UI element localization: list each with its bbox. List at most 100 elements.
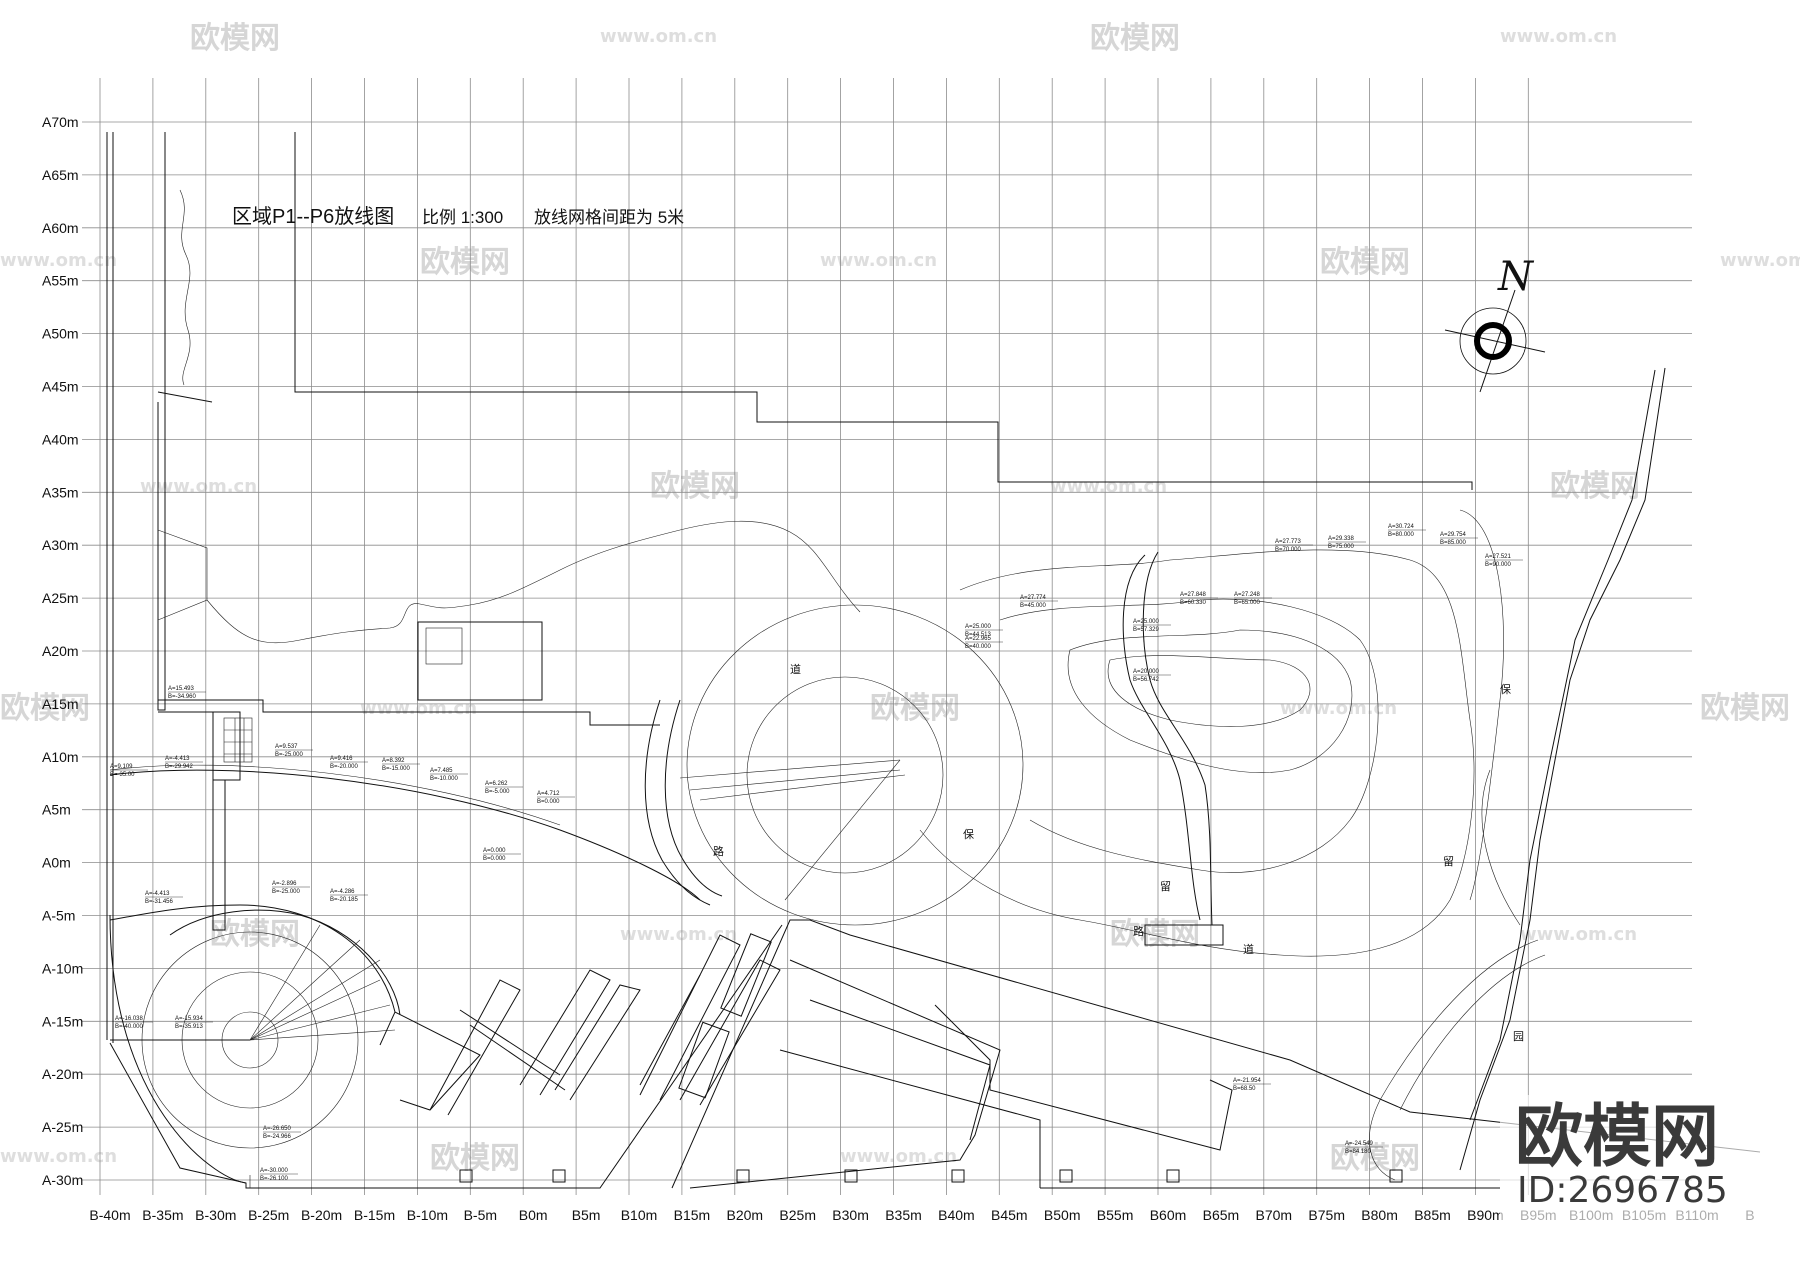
watermark-url: www.om.cn — [600, 26, 717, 47]
annotation-b: B=40.000 — [965, 644, 992, 650]
row-label: A20m — [42, 643, 79, 659]
annotation-a: A=-16.038 — [115, 1016, 144, 1022]
annotation-a: A=27.773 — [1275, 539, 1302, 545]
column-label: B-35m — [142, 1207, 183, 1223]
watermark-logo: 欧模网 — [1090, 21, 1180, 56]
column-label: B30m — [832, 1207, 869, 1223]
row-label: A45m — [42, 379, 79, 395]
column-label: B15m — [674, 1207, 711, 1223]
watermark-backdrop — [1500, 1095, 1790, 1245]
annotation-b: B=-35.913 — [175, 1024, 204, 1030]
annotation-b: B=-20.000 — [330, 764, 359, 770]
annotation-a: A=-26.650 — [263, 1126, 292, 1132]
annotation-a: A=25.000 — [1133, 619, 1160, 625]
watermark-logo: 欧模网 — [870, 691, 960, 726]
column-label: B55m — [1097, 1207, 1134, 1223]
annotation-a: A=29.754 — [1440, 532, 1467, 538]
central-path-curve — [1122, 551, 1224, 946]
annotation-b: B=45.000 — [1020, 603, 1047, 609]
row-label: A-10m — [42, 960, 83, 976]
annotation-a: A=27.774 — [1020, 595, 1047, 601]
row-axis-labels: A70mA65mA60mA55mA50mA45mA40mA35mA30mA25m… — [42, 114, 83, 1188]
circular-plaza — [109, 904, 783, 1189]
southeast-walkway — [671, 919, 1761, 1189]
annotation-a: A=30.724 — [1388, 524, 1415, 530]
annotation-a: A=7.485 — [430, 768, 453, 774]
column-label: B25m — [779, 1207, 816, 1223]
watermark-id: ID:2696785 — [1517, 1170, 1728, 1211]
watermark-logo: 欧模网 — [190, 21, 280, 56]
annotation-b: B=-26.100 — [260, 1176, 289, 1182]
north-label: N — [1497, 254, 1535, 300]
path-labels: 道 路 保 留 路 道 保 留 园 — [713, 662, 1524, 1043]
drawing-scale: 比例 1:300 — [422, 208, 503, 227]
path-char: 保 — [1500, 682, 1511, 696]
drawing-title: 区域P1--P6放线图 — [232, 205, 394, 228]
annotation-a: A=-4.413 — [145, 891, 170, 897]
annotation-a: A=20.000 — [1133, 669, 1160, 675]
annotation-b: B=75.000 — [1328, 544, 1355, 550]
watermark-logo: 欧模网 — [1320, 245, 1410, 280]
column-label: B45m — [991, 1207, 1028, 1223]
row-label: A65m — [42, 167, 79, 183]
watermark-url: www.om.cn — [360, 698, 477, 719]
watermark-url: www.om.cn — [140, 476, 257, 497]
watermark-logo: 欧模网 — [1330, 1141, 1420, 1176]
annotation-a: A=-24.549 — [1345, 1141, 1374, 1147]
row-label: A70m — [42, 114, 79, 130]
watermark-logo: 欧模网 — [650, 469, 740, 504]
annotation-b: B=-25.000 — [272, 889, 301, 895]
east-boundary — [1369, 367, 1666, 1181]
watermark-url: www.om.cn — [1500, 26, 1617, 47]
column-label: B-40m — [89, 1207, 130, 1223]
watermark-logo: 欧模网 — [0, 691, 90, 726]
row-label: A25m — [42, 590, 79, 606]
column-label: B-25m — [248, 1207, 289, 1223]
annotation-a: A=9.109 — [110, 764, 133, 770]
column-label: B0m — [519, 1207, 548, 1223]
row-label: A-20m — [42, 1066, 83, 1082]
annotation-a: A=9.416 — [330, 756, 353, 762]
column-label: B60m — [1150, 1207, 1187, 1223]
row-label: A50m — [42, 326, 79, 342]
annotation-b: B=85.000 — [1440, 540, 1467, 546]
row-label: A35m — [42, 484, 79, 500]
annotation-b: B=-20.185 — [330, 897, 359, 903]
central-lawn — [679, 549, 1475, 957]
row-label: A5m — [42, 802, 71, 818]
column-label: B80m — [1361, 1207, 1398, 1223]
watermark-url: www.om.cn — [620, 924, 737, 945]
column-label: B-5m — [464, 1207, 497, 1223]
annotation-b: B=80.000 — [1388, 532, 1415, 538]
annotation-a: A=-2.896 — [272, 881, 297, 887]
annotation-b: B=90.000 — [1485, 562, 1512, 568]
annotation-b: B=56.742 — [1133, 677, 1160, 683]
path-char: 道 — [790, 662, 801, 676]
watermark-url: www.om.cn — [0, 1146, 117, 1167]
annotation-a: A=9.537 — [275, 744, 298, 750]
watermark-logo: 欧模网 — [1550, 469, 1640, 504]
annotation-a: A=25.000 — [965, 624, 992, 630]
north-arrow: N — [1444, 254, 1546, 393]
column-label: B65m — [1203, 1207, 1240, 1223]
column-label: B35m — [885, 1207, 922, 1223]
upper-boundary-curve — [157, 520, 861, 643]
path-char: 留 — [1160, 880, 1171, 893]
annotation-a: A=29.338 — [1328, 536, 1355, 542]
annotation-b: B=84.180 — [1345, 1149, 1372, 1155]
